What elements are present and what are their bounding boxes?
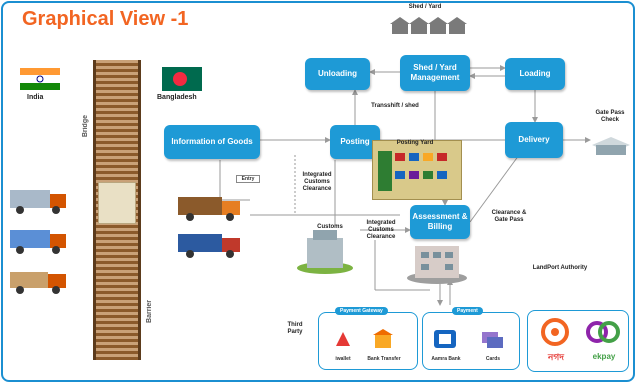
clearance-gate-pass-label: Clearance & Gate Pass <box>491 210 527 223</box>
iwallet-label: iwallet <box>335 356 351 362</box>
diagram-title: Graphical View -1 <box>22 8 189 30</box>
gate-pass-check-label: Gate Pass Check <box>595 110 625 123</box>
bank-label: Aamra Bank <box>431 356 461 362</box>
delivery-node: Delivery <box>505 122 563 158</box>
land-port-authority-label: LandPort Authority <box>532 265 588 271</box>
bangladesh-flag-icon <box>162 67 202 91</box>
bank-transfer-icon <box>373 329 393 348</box>
bangladesh-label: Bangladesh <box>157 94 197 101</box>
barrier-label: Barrier <box>146 300 153 323</box>
customs-label: Customs <box>317 224 343 230</box>
ekpay-logo-icon <box>586 321 620 343</box>
customs-building-icon <box>297 230 353 274</box>
nagad-logo-icon <box>541 318 569 346</box>
information-of-goods-node: Information of Goods <box>164 125 260 159</box>
office-building-icon <box>407 246 467 284</box>
truck-icon <box>10 190 66 214</box>
posting-yard-label: Posting Yard <box>396 140 434 146</box>
bridge-label: Bridge <box>82 115 89 138</box>
iwallet-icon <box>336 332 350 346</box>
transshift-shed-label: Transshift / shed <box>371 103 419 109</box>
unloading-node: Unloading <box>305 58 370 90</box>
assessment-billing-node: Assessment & Billing <box>410 205 470 239</box>
nagad-label: নগদ <box>548 352 564 362</box>
shed-icon <box>390 17 467 34</box>
bank-icon <box>434 330 456 348</box>
payment-label: Payment <box>452 307 483 315</box>
cards-label: Cards <box>485 356 501 362</box>
border-gate-icon <box>98 182 136 224</box>
payment-gateway-panel <box>318 312 418 370</box>
integrated-customs-clearance-label-1: Integrated Customs Clearance <box>302 172 332 192</box>
posting-yard-icon <box>372 140 462 200</box>
truck-icon <box>178 234 240 258</box>
truck-icon <box>10 272 66 294</box>
cards-icon <box>482 332 503 348</box>
ekpay-label: ekpay <box>592 352 616 361</box>
truck-icon <box>178 197 240 221</box>
payment-gateway-label: Payment Gateway <box>335 307 388 315</box>
truck-icon <box>10 230 66 254</box>
shed-yard-management-node: Shed / Yard Management <box>400 55 470 91</box>
loading-node: Loading <box>505 58 565 90</box>
third-party-label: Third Party <box>287 322 303 335</box>
bank-transfer-label: Bank Transfer <box>367 356 401 362</box>
shed-yard-top-label: Shed / Yard <box>408 4 442 10</box>
posting-node: Posting <box>330 125 380 159</box>
integrated-customs-clearance-label-2: Integrated Customs Clearance <box>366 220 396 240</box>
india-label: India <box>27 94 44 101</box>
gate-pass-building-icon <box>592 137 630 155</box>
entry-label: Entry <box>236 175 260 183</box>
india-flag-icon <box>20 68 60 90</box>
